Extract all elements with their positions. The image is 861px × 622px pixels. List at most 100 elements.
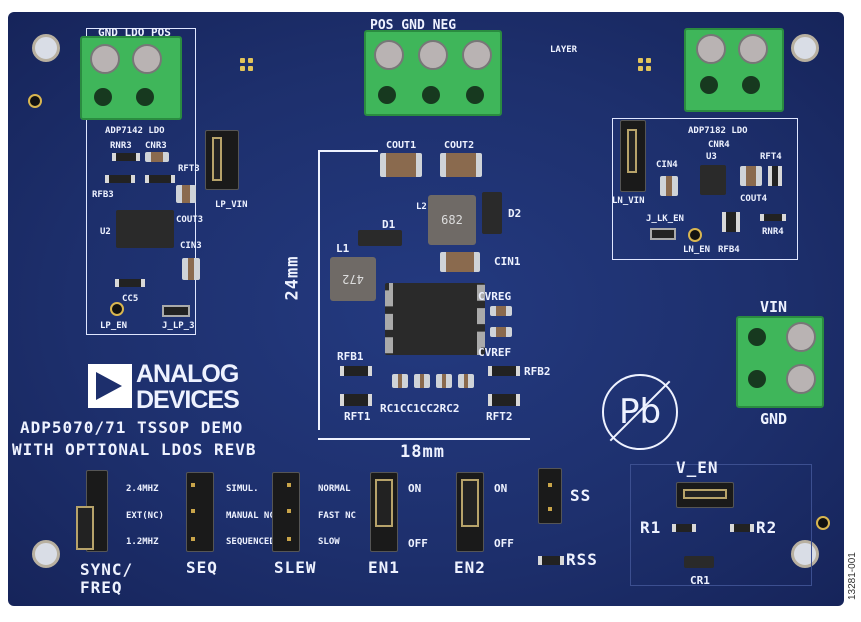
label-cvreg: CVREG [478,290,512,303]
left-ldo-outline [86,28,196,335]
l2-marking: 682 [441,213,463,227]
capacitor [176,185,196,203]
via [646,58,651,63]
seq-opt-manual: MANUAL NC [226,511,275,521]
via [240,58,245,63]
terminal-block-ldo-pos[interactable] [80,36,182,120]
mounting-hole [32,34,60,62]
wire-socket [422,86,440,104]
cout1-capacitor [380,153,422,177]
via [248,58,253,63]
rc2-component [458,374,474,388]
slew-opt-normal: NORMAL [318,484,351,494]
via [240,66,245,71]
label-cout4: COUT4 [740,194,768,204]
label-u3: U3 [706,152,717,162]
pin [191,509,195,513]
pin [548,483,552,487]
en2-label: EN2 [454,558,486,577]
cvreg-capacitor [490,306,512,316]
terminal-block-vin[interactable] [736,316,824,408]
rss-label: RSS [566,550,598,569]
pin [191,537,195,541]
label-cin1: CIN1 [494,255,521,268]
jumper-shunt [683,489,727,499]
sync-opt-2-4mhz: 2.4MHZ [126,484,159,494]
vin-label: VIN [760,298,788,316]
en1-on-label: ON [408,482,422,495]
jumper-v-en[interactable] [676,482,734,508]
left-ldo-name: ADP7142 LDO [105,126,165,136]
label-l2: L2 [416,202,427,212]
rc1-component [392,374,408,388]
cr1-label: CR1 [690,574,710,587]
slew-label: SLEW [274,558,317,577]
jumper-shunt [375,479,393,527]
label-j-lk-en: J_LK_EN [646,214,684,224]
wire-socket [748,370,766,388]
resistor [115,279,145,287]
label-cout1: COUT1 [386,140,417,151]
wire-socket [466,86,484,104]
label-d1: D1 [382,218,396,231]
terminal-block-right-ldo[interactable] [684,28,784,112]
jumper-j-lk-en[interactable] [650,228,676,240]
screw-icon [738,34,768,64]
dimension-line-vertical [318,150,320,430]
label-lp-en: LP_EN [100,321,128,331]
u3-ic [700,165,726,195]
label-ln-vin: LN_VIN [612,196,645,206]
jumper-en1[interactable] [370,472,398,552]
resistor [112,153,140,161]
label-rfb2: RFB2 [524,365,551,378]
jumper-ln-vin[interactable] [620,120,646,192]
gnd-label: GND [760,410,788,428]
right-ldo-outline [612,118,798,260]
figure-id: 13281-001 [847,552,858,600]
resistor-r2 [730,524,754,532]
r2-label: R2 [756,518,778,537]
logo-triangle [96,372,122,400]
label-lp-vin: LP_VIN [215,200,248,210]
terminal-block-pos-gnd-neg[interactable] [364,30,502,116]
cc2-component [436,374,452,388]
jumper-lp-vin[interactable] [205,130,239,190]
jumper-ss[interactable] [538,468,562,524]
seq-label: SEQ [186,558,218,577]
mounting-hole [791,540,819,568]
seq-opt-simul: SIMUL. [226,484,259,494]
screw-icon [462,40,492,70]
resistor-rft1 [340,394,372,406]
cout4-capacitor [740,166,762,186]
test-point[interactable] [28,94,42,108]
pin [548,507,552,511]
label-cin3: CIN3 [180,241,202,251]
wire-socket [378,86,396,104]
dimension-line-horizontal [318,438,530,440]
mounting-hole [791,34,819,62]
label-cvref: CVREF [478,346,512,359]
board-title-line1: ADP5070/71 TSSOP DEMO [20,418,244,437]
pb-free-mark: Pb [602,374,678,450]
screw-icon [132,44,162,74]
jumper-en2[interactable] [456,472,484,552]
jumper-slew[interactable] [272,472,300,552]
jumper-seq[interactable] [186,472,214,552]
en1-label: EN1 [368,558,400,577]
wire-socket [748,328,766,346]
ss-label: SS [570,486,592,505]
pin [287,483,291,487]
test-point-ln-en[interactable] [688,228,702,242]
test-point[interactable] [816,516,830,530]
cin1-capacitor [440,252,480,272]
screw-icon [418,40,448,70]
terminal-label-pos-gnd-neg: POS GND NEG [370,18,457,33]
wire-socket [742,76,760,94]
wire-socket [136,88,154,106]
capacitor [182,258,200,280]
wire-socket [94,88,112,106]
cin4-capacitor [660,176,678,196]
jumper-j-lp-3[interactable] [162,305,190,317]
pin [191,483,195,487]
test-point-lp-en[interactable] [110,302,124,316]
